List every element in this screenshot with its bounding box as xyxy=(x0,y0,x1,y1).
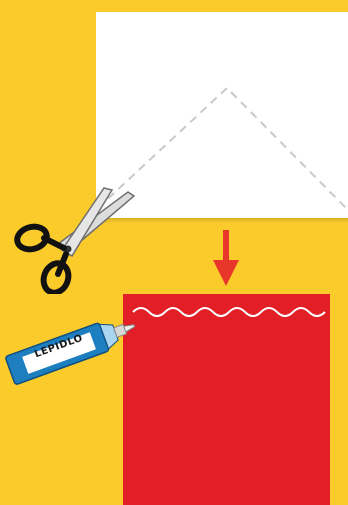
scissors-icon xyxy=(8,182,138,294)
red-paper-card xyxy=(123,294,330,505)
arrow-down-icon xyxy=(212,230,240,288)
wavy-cut-line xyxy=(123,294,330,334)
